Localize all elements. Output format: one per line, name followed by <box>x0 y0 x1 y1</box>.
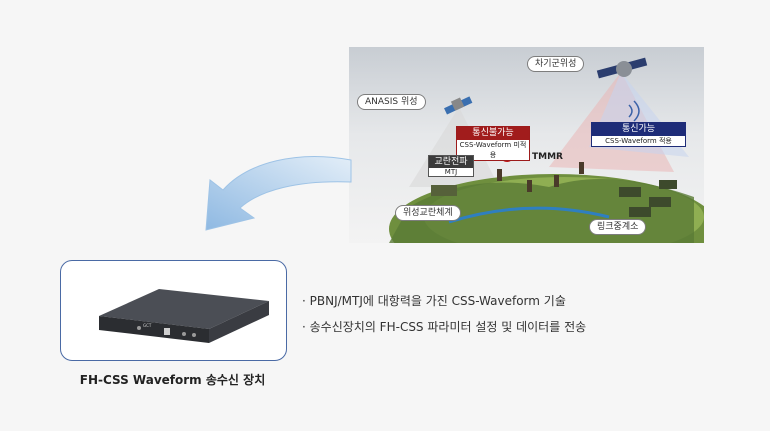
next-satellite-icon <box>596 57 648 79</box>
next-satellite-label: 차기군위성 <box>527 56 585 72</box>
jammer-subtitle: MTJ <box>444 168 458 176</box>
signal-wave-icon <box>628 100 640 122</box>
front-panel-label: GCT <box>143 323 152 328</box>
anasis-satellite-icon <box>444 96 473 115</box>
device-image-frame: GCT <box>60 260 287 361</box>
soldiers-icon <box>497 162 584 192</box>
vehicles-icon <box>619 180 677 217</box>
jamming-system-label: 위성교란체계 <box>395 205 461 221</box>
comm-available-subtitle: CSS-Waveform 적용 <box>605 137 672 145</box>
feature-item: · 송수신장치의 FH-CSS 파라미터 설정 및 데이터를 전송 <box>302 320 587 334</box>
feature-item: · PBNJ/MTJ에 대항력을 가진 CSS-Waveform 기술 <box>302 294 566 308</box>
device-caption: FH-CSS Waveform 송수신 장치 <box>79 373 266 387</box>
transceiver-device-icon: GCT <box>99 289 269 343</box>
satellite-comm-illustration: ANASIS 위성 차기군위성 통신불가능 CSS-Waveform 미적용 통… <box>349 47 704 243</box>
flow-arrow-icon <box>205 156 352 231</box>
comm-available-title: 통신가능 <box>592 123 685 136</box>
feature-list: · PBNJ/MTJ에 대항력을 가진 CSS-Waveform 기술 · 송수… <box>302 288 586 340</box>
jammer-box: 교란전파 MTJ <box>428 155 474 177</box>
comm-available-box: 통신가능 CSS-Waveform 적용 <box>591 122 686 147</box>
river <box>448 206 610 224</box>
jammer-title: 교란전파 <box>429 156 473 168</box>
comm-unavailable-subtitle: CSS-Waveform 미적용 <box>459 141 527 159</box>
jammer-truck-icon <box>431 185 457 196</box>
link-relay-label: 링크중계소 <box>589 219 647 235</box>
tmmr-label: TMMR <box>532 152 563 162</box>
anasis-satellite-label: ANASIS 위성 <box>357 94 426 110</box>
comm-unavailable-title: 통신불가능 <box>457 127 529 140</box>
